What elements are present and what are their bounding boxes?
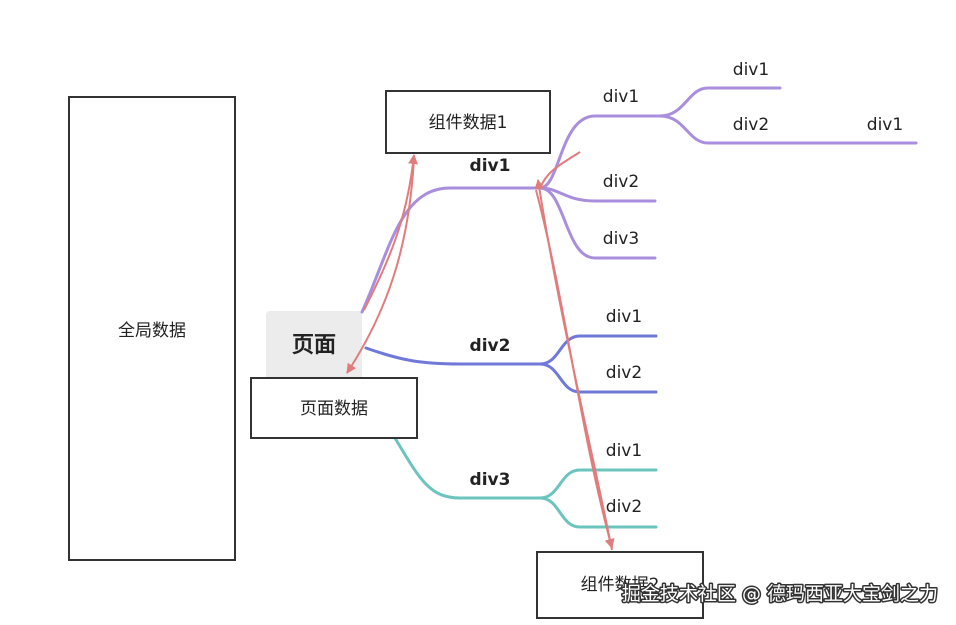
arrow-component1-to-page-data <box>346 157 415 374</box>
leaf-div3-div2[interactable]: div2 <box>606 497 642 517</box>
branch-div1-label[interactable]: div1 <box>470 156 511 176</box>
leaf-div1-div1-div2-div1[interactable]: div1 <box>867 115 903 135</box>
branch-div3-label[interactable]: div3 <box>470 470 511 490</box>
root-node-background <box>266 311 362 381</box>
line-div1-div1 <box>538 114 662 190</box>
branch-div2-lines <box>364 334 658 394</box>
watermark: 掘金技术社区 @ 德玛西亚大宝剑之力 <box>622 583 938 605</box>
page-data-label: 页面数据 <box>300 399 368 419</box>
leaf-div2-div1[interactable]: div1 <box>606 307 642 327</box>
branch-div3-lines <box>393 436 658 529</box>
component-data-1-box[interactable]: 组件数据1 <box>385 90 551 154</box>
leaf-div1-div3[interactable]: div3 <box>603 229 639 249</box>
global-data-box[interactable]: 全局数据 <box>68 96 236 561</box>
leaf-div2-div2[interactable]: div2 <box>606 363 642 383</box>
arrow-component2-to-div1 <box>534 179 613 551</box>
leaf-div1-div2[interactable]: div2 <box>603 172 639 192</box>
leaf-div3-div1[interactable]: div1 <box>606 441 642 461</box>
data-flow-arrows <box>346 151 615 551</box>
leaf-div1-div1-div1[interactable]: div1 <box>733 60 769 80</box>
component-data-1-label: 组件数据1 <box>429 113 508 133</box>
global-data-label: 全局数据 <box>118 321 186 341</box>
component-data-2-box[interactable]: 组件数据2 <box>536 551 704 619</box>
leaf-div1-div1[interactable]: div1 <box>603 87 639 107</box>
branch-div2-label[interactable]: div2 <box>470 336 511 356</box>
leaf-div1-div1-div2[interactable]: div2 <box>733 115 769 135</box>
root-node-label[interactable]: 页面 <box>292 333 336 358</box>
line-div1-div3 <box>538 186 657 260</box>
page-data-box[interactable]: 页面数据 <box>250 377 418 439</box>
component-data-2-label: 组件数据2 <box>581 575 660 595</box>
arrow-root-to-component1 <box>363 154 418 311</box>
